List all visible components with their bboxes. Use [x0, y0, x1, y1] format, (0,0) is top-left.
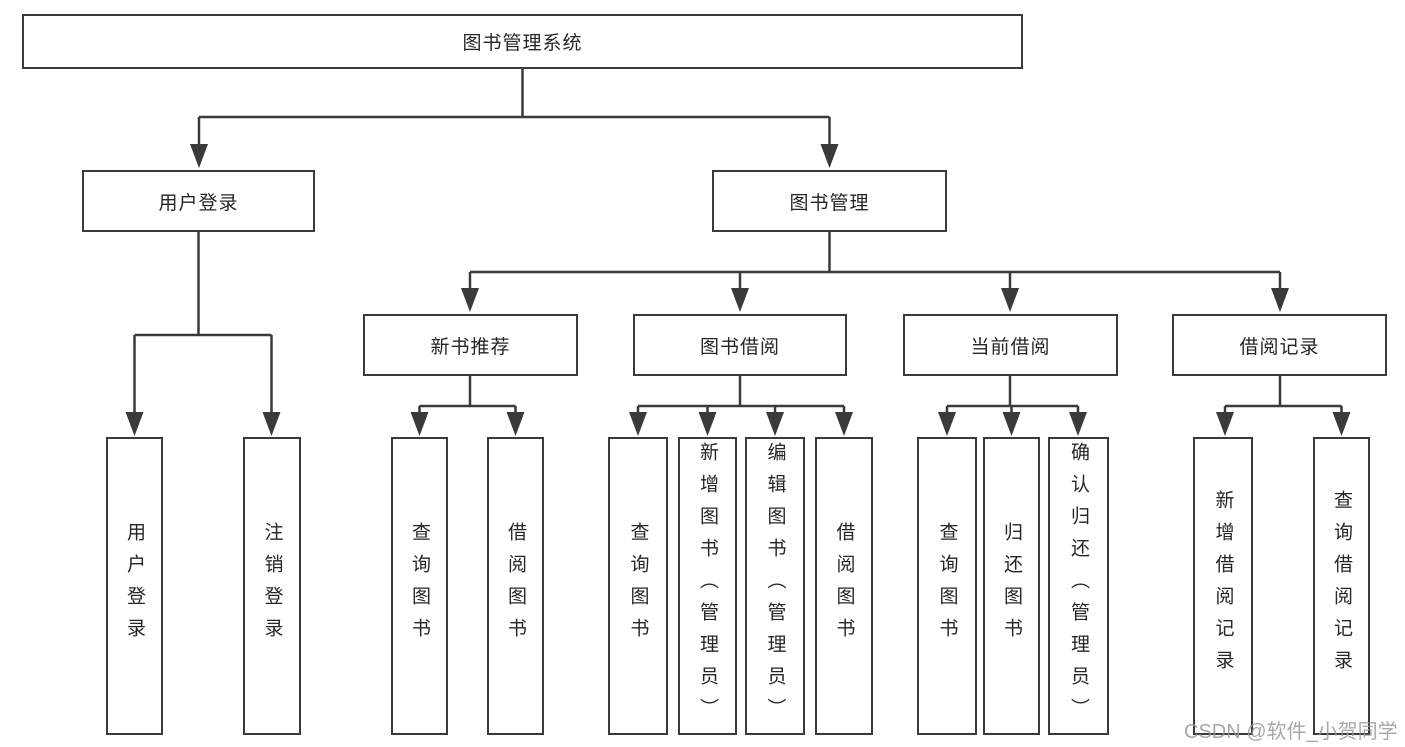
leaf-recommend-borrow-books: 借阅图书 — [487, 437, 544, 735]
leaf-records-add-record: 新增借阅记录 — [1193, 437, 1253, 735]
leaf-logout: 注销登录 — [243, 437, 301, 735]
node-book-management: 图书管理 — [712, 170, 947, 232]
node-borrowing-records: 借阅记录 — [1172, 314, 1387, 376]
leaf-current-confirm-return-admin: 确认归还（管理员） — [1048, 437, 1109, 735]
node-root-system: 图书管理系统 — [22, 14, 1023, 69]
leaf-borrowing-edit-books-admin: 编辑图书（管理员） — [745, 437, 805, 735]
leaf-current-return-books: 归还图书 — [983, 437, 1040, 735]
leaf-borrowing-query-books: 查询图书 — [608, 437, 668, 735]
node-new-book-recommend: 新书推荐 — [363, 314, 578, 376]
leaf-current-query-books: 查询图书 — [917, 437, 977, 735]
leaf-borrowing-borrow-books: 借阅图书 — [815, 437, 873, 735]
node-book-borrowing: 图书借阅 — [633, 314, 847, 376]
leaf-records-query-record: 查询借阅记录 — [1313, 437, 1370, 735]
leaf-user-login: 用户登录 — [106, 437, 163, 735]
arrowheads — [125, 144, 1351, 436]
leaf-recommend-query-books: 查询图书 — [391, 437, 448, 735]
node-user-login: 用户登录 — [82, 170, 315, 232]
csdn-watermark: CSDN @软件_小贺同学 — [1184, 721, 1398, 743]
node-current-borrowing: 当前借阅 — [903, 314, 1118, 376]
leaf-borrowing-add-books-admin: 新增图书（管理员） — [678, 437, 737, 735]
